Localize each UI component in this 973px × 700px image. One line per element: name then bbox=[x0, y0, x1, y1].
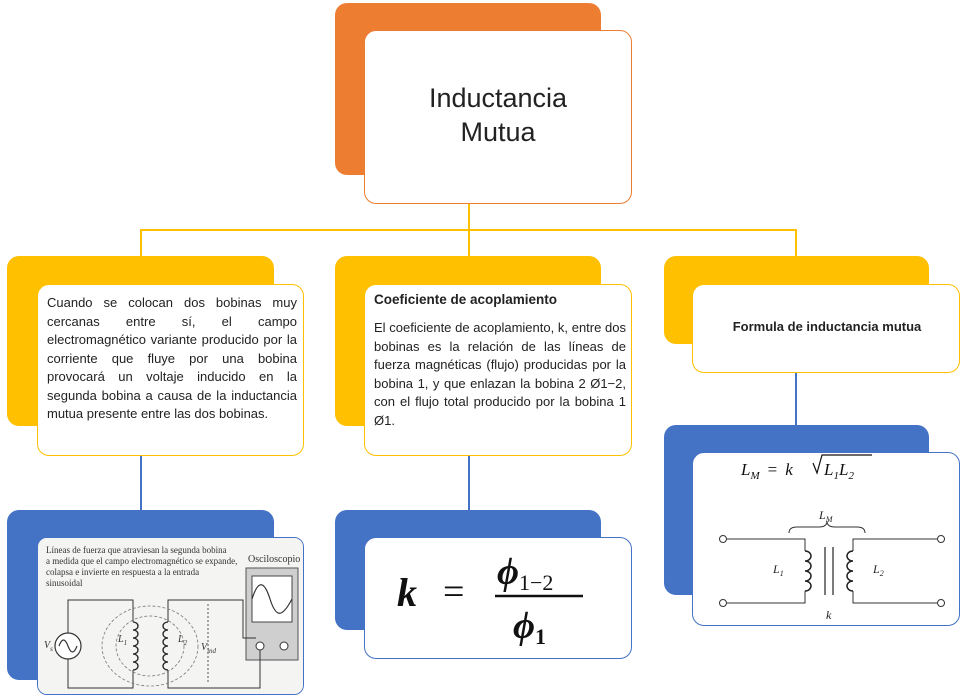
figure-caption-line-3: colapsa e invierte en respuesta a la ent… bbox=[46, 567, 199, 577]
left-description: Cuando se colocan dos bobinas muy cercan… bbox=[47, 295, 297, 421]
lm-label: LM bbox=[818, 508, 834, 524]
circuit-coil-1-label: L1 bbox=[772, 562, 784, 578]
oscilloscope-terminal-1 bbox=[255, 641, 265, 651]
mutual-induction-figure: Líneas de fuerza que atraviesan la segun… bbox=[38, 538, 303, 694]
terminal-tr bbox=[937, 535, 945, 543]
terminal-bl bbox=[719, 599, 727, 607]
formula-denominator: ϕ1 bbox=[513, 605, 546, 649]
terminal-tl bbox=[719, 535, 727, 543]
coil-2 bbox=[162, 621, 169, 671]
lm-formula: LM=k bbox=[740, 460, 793, 482]
connector-left bbox=[140, 229, 142, 257]
connector-trunk bbox=[468, 203, 470, 230]
formula-k: k bbox=[397, 570, 417, 615]
lm-brace bbox=[788, 520, 866, 534]
title-text: Inductancia Mutua bbox=[365, 81, 601, 149]
circuit-k-label: k bbox=[826, 608, 832, 622]
right-heading: Formula de inductancia mutua bbox=[732, 319, 922, 334]
right-formula-card: LM=k L1L2 LM L1 L2 k bbox=[692, 452, 960, 626]
coupling-formula: k = ϕ1−2 ϕ1 bbox=[397, 551, 583, 649]
figure-caption-line-2: a medida que el campo electromagnético s… bbox=[46, 556, 237, 566]
middle-formula-card: k = ϕ1−2 ϕ1 bbox=[364, 537, 632, 659]
flux-line-inner bbox=[115, 615, 185, 677]
connector-middle-lower bbox=[468, 456, 470, 510]
source-label: Vs bbox=[44, 640, 53, 653]
terminal-br bbox=[937, 599, 945, 607]
title-node: Inductancia Mutua bbox=[364, 30, 632, 204]
figure-caption-line-4: sinusoidal bbox=[46, 578, 83, 588]
oscilloscope-screen bbox=[251, 575, 293, 623]
mutual-inductance-figure: LM=k L1L2 LM L1 L2 k bbox=[719, 454, 945, 622]
middle-description: El coeficiente de acoplamiento, k, entre… bbox=[374, 320, 626, 428]
connector-left-lower bbox=[140, 456, 142, 510]
oscilloscope-label: Osciloscopio bbox=[248, 554, 300, 565]
connector-right-lower bbox=[795, 373, 797, 425]
coil-1 bbox=[132, 621, 139, 671]
connector-right bbox=[795, 229, 797, 257]
figure-caption-line-1: Líneas de fuerza que atraviesan la segun… bbox=[46, 545, 227, 555]
circuit-coil-1 bbox=[804, 550, 812, 592]
right-node: Formula de inductancia mutua bbox=[692, 284, 960, 373]
coil-2-label: L2 bbox=[177, 634, 188, 647]
title-line-1: Inductancia bbox=[428, 83, 568, 113]
oscilloscope-terminal-2 bbox=[279, 641, 289, 651]
connector-middle bbox=[468, 229, 470, 257]
oscilloscope-wave bbox=[251, 584, 293, 614]
lm-radicand: L1L2 bbox=[823, 460, 854, 482]
left-figure-card: Líneas de fuerza que atraviesan la segun… bbox=[37, 537, 304, 695]
middle-node: Coeficiente de acoplamiento El coeficien… bbox=[364, 284, 632, 456]
circuit-coil-2 bbox=[846, 550, 854, 592]
title-line-2: Mutua bbox=[460, 117, 536, 147]
circuit-coil-2-label: L2 bbox=[872, 562, 884, 578]
left-node: Cuando se colocan dos bobinas muy cercan… bbox=[37, 284, 304, 456]
coil-1-label: L1 bbox=[117, 634, 127, 647]
sqrt-sign bbox=[812, 454, 872, 475]
middle-heading: Coeficiente de acoplamiento bbox=[374, 292, 558, 307]
formula-equals: = bbox=[443, 571, 464, 613]
flux-line-outer bbox=[101, 605, 199, 687]
vind-label: Vind bbox=[201, 642, 217, 655]
formula-numerator: ϕ1−2 bbox=[497, 551, 553, 595]
